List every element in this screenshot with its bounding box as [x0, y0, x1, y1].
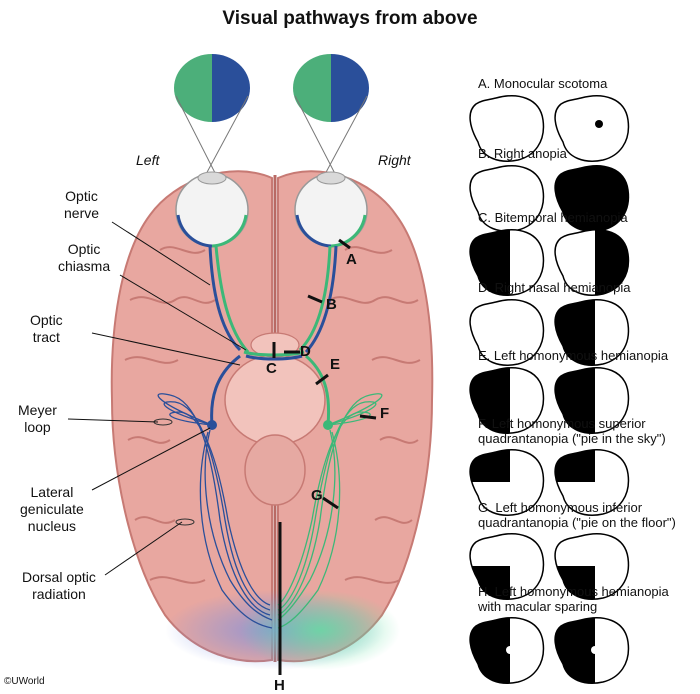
right-eye	[294, 171, 368, 248]
leader-lines	[67, 221, 247, 576]
lesion-label-b: B	[326, 296, 337, 313]
defect-c-right-eye-field	[554, 229, 630, 296]
lesion-label-a: A	[346, 251, 357, 268]
lesion-label-f: F	[380, 405, 390, 422]
defect-b-left-eye-field	[469, 165, 545, 232]
left-side-label: Left	[136, 152, 160, 168]
lesion-markers	[272, 238, 377, 675]
defect-a-right-eye-field	[554, 95, 630, 162]
defect-e-right-eye-field	[554, 367, 630, 434]
dorsal-radiation-marker	[175, 518, 195, 526]
lesion-label-h: H	[274, 677, 285, 694]
defect-e-left-eye-field	[469, 367, 545, 434]
lesion-label-e: E	[330, 356, 341, 373]
defect-heading-b: B. Right anopia	[478, 146, 567, 161]
diagram-title: Visual pathways from above	[222, 8, 478, 29]
defect-d-left-eye-field	[469, 299, 545, 366]
right-side-label: Right	[378, 152, 411, 168]
visual-field-defects	[469, 95, 630, 684]
left-visual-field	[174, 54, 250, 122]
defect-c-left-eye-field	[469, 229, 545, 296]
lesion-label-g: G	[311, 487, 323, 504]
defect-heading-d: D. Right nasal hemianopia	[478, 280, 631, 295]
defect-f-left-eye-field	[469, 449, 545, 516]
defect-a-left-eye-field	[469, 95, 545, 162]
visual-pathways	[208, 245, 338, 426]
defect-heading-e: E. Left homonymous hemianopia	[478, 348, 669, 363]
defect-heading-a: A. Monocular scotoma	[478, 76, 608, 91]
left-eye	[175, 171, 249, 248]
defect-h-right-eye-field	[554, 617, 630, 684]
copyright: ©UWorld	[4, 676, 45, 687]
lesion-label-d: D	[300, 343, 311, 360]
optic-radiations	[157, 393, 383, 629]
defect-b-right-eye-field	[554, 165, 630, 232]
lesion-label-c: C	[266, 360, 277, 377]
defect-f-right-eye-field	[554, 449, 630, 516]
defect-h-left-eye-field	[469, 617, 545, 684]
defect-heading-c: C. Bitemporal hemianopia	[478, 210, 628, 225]
right-visual-field	[293, 54, 369, 122]
